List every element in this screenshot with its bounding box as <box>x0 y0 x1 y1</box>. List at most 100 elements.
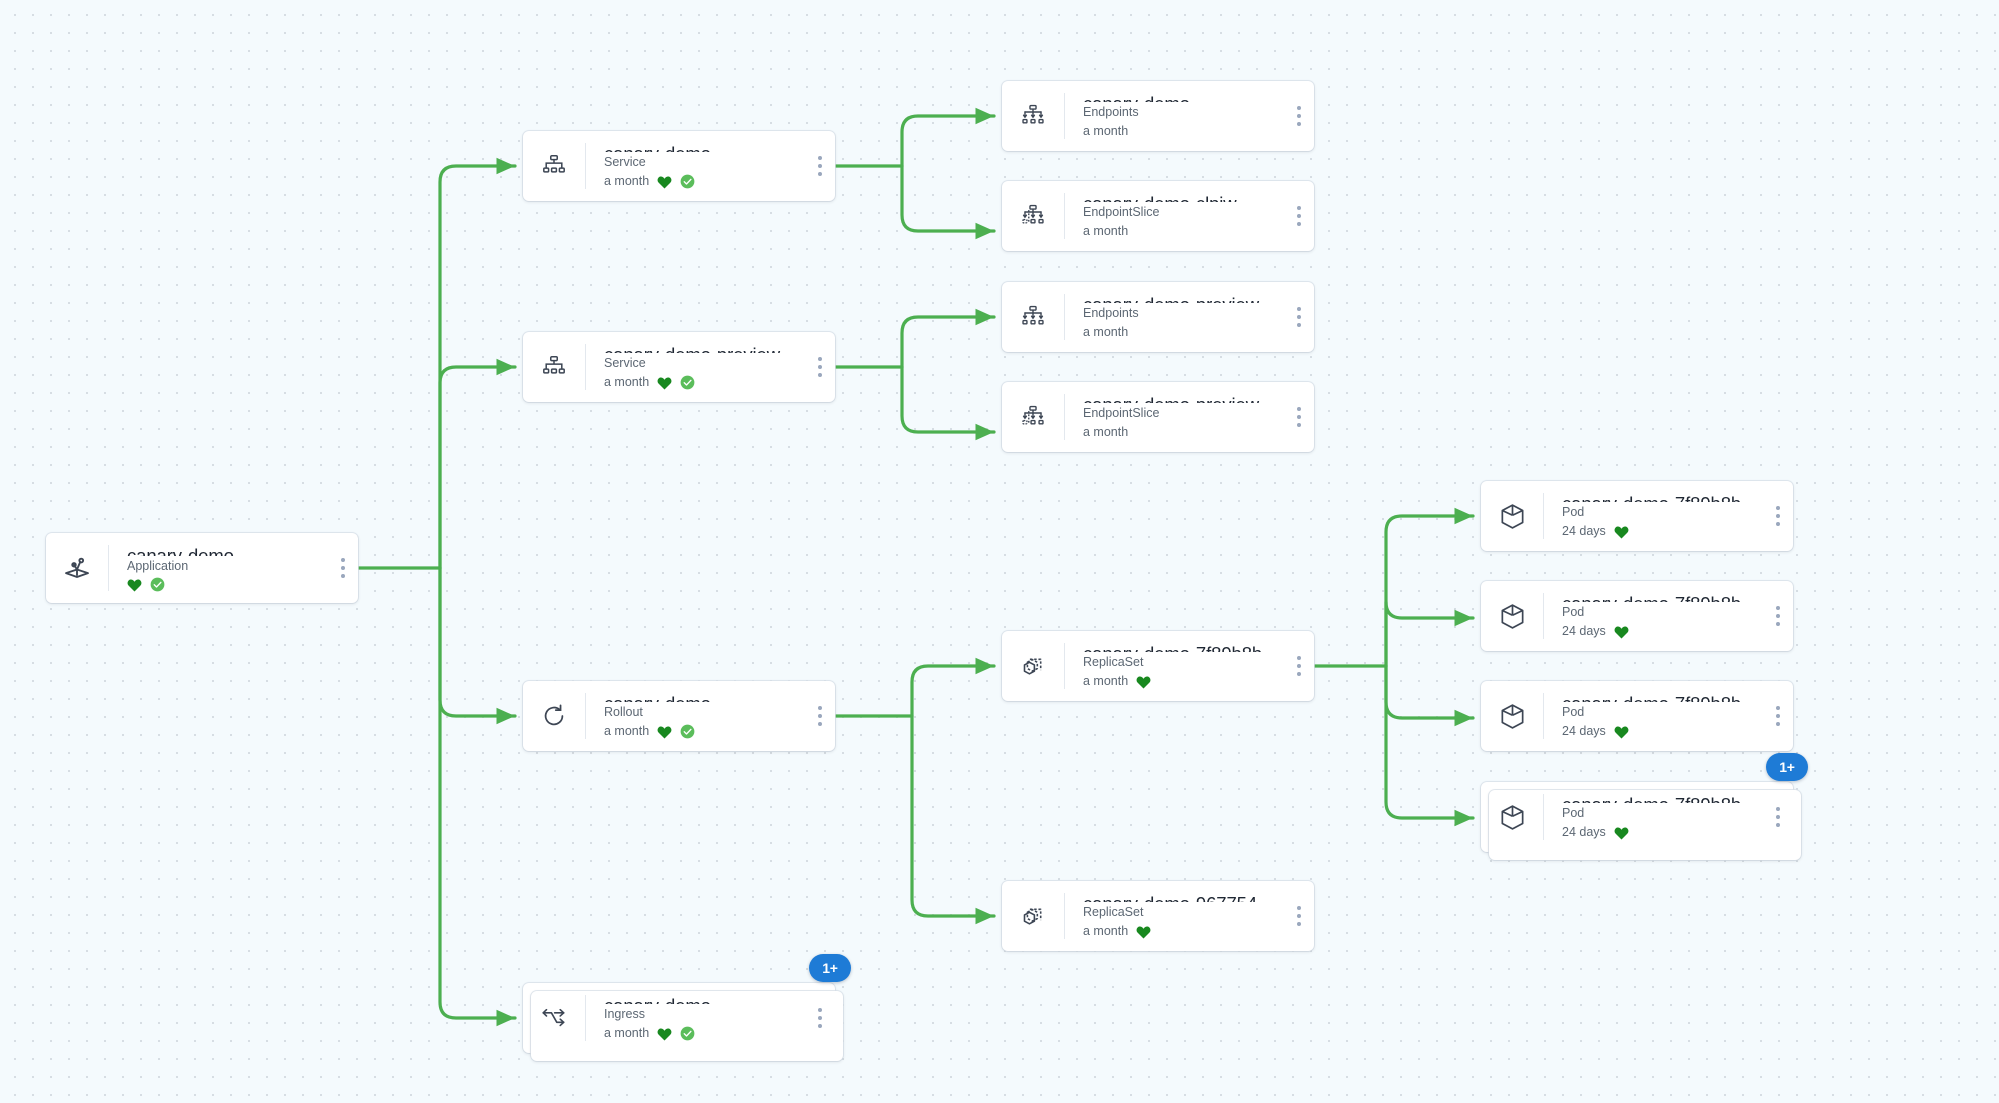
node-body: canary-demo Rollout a month <box>586 681 805 751</box>
ingress-icon <box>523 983 585 1053</box>
edge-service-to-endpoints <box>900 107 996 168</box>
node-menu-button[interactable] <box>1763 681 1793 751</box>
node-age: a month <box>1083 325 1129 340</box>
node-body: canary-demo-7f89b8b97... Pod 24 days <box>1544 782 1763 852</box>
node-age: a month <box>1083 425 1129 440</box>
kebab-menu-icon <box>1776 805 1780 829</box>
node-service-canary-demo[interactable]: canary-demo Service a month <box>523 131 835 201</box>
node-status-row: a month <box>604 173 805 190</box>
node-ingress-canary-demo[interactable]: canary-demo Ingress a month <box>523 983 843 1061</box>
endpointslice-icon <box>1002 382 1064 452</box>
node-title: canary-demo-7f89b8b97... <box>1562 692 1763 702</box>
kebab-menu-icon <box>341 556 345 580</box>
node-endpointslice-canary-demo-clpjw[interactable]: canary-demo-clpjw EndpointSlice a month <box>1002 181 1314 251</box>
node-menu-button[interactable] <box>1763 581 1793 651</box>
node-replicaset-7f89b8b978[interactable]: canary-demo-7f89b8b978 ReplicaSet a mont… <box>1002 631 1314 701</box>
node-kind: Rollout <box>604 705 643 720</box>
card-divider <box>1543 693 1544 739</box>
node-title: canary-demo <box>127 545 234 557</box>
card-divider <box>1543 593 1544 639</box>
node-title: canary-demo-preview-v... <box>1083 393 1284 403</box>
node-body: canary-demo Application <box>109 533 328 603</box>
kebab-menu-icon <box>1297 654 1301 678</box>
edge-rollout-to-rs-7f89b8b978 <box>910 657 996 718</box>
node-title: canary-demo-7f89b8b978 <box>1083 642 1284 652</box>
card-divider <box>1543 794 1544 840</box>
node-title: canary-demo-preview <box>1083 293 1284 303</box>
health-heart-icon <box>127 578 142 591</box>
card-divider <box>585 143 586 189</box>
node-menu-button[interactable] <box>805 131 835 201</box>
node-group-count-badge-ingress[interactable]: 1+ <box>809 954 851 982</box>
edge-app-to-rollout <box>438 566 517 725</box>
node-endpointslice-canary-demo-preview[interactable]: canary-demo-preview-v... EndpointSlice a… <box>1002 382 1314 452</box>
node-pod-3[interactable]: canary-demo-7f89b8b97... Pod 24 days <box>1481 681 1793 751</box>
node-menu-button[interactable] <box>1284 382 1314 452</box>
node-application-canary-demo[interactable]: canary-demo Application <box>46 533 358 603</box>
node-menu-button[interactable] <box>1284 282 1314 352</box>
node-pod-2[interactable]: canary-demo-7f89b8b97... Pod 24 days <box>1481 581 1793 651</box>
health-heart-icon <box>1136 676 1151 689</box>
node-kind: ReplicaSet <box>1083 655 1144 670</box>
node-kind: Endpoints <box>1083 306 1139 321</box>
node-status-row: a month <box>604 374 805 391</box>
kebab-menu-icon <box>818 1006 822 1030</box>
edge-rollout-to-rs-967754b4c <box>910 714 996 925</box>
node-body: canary-demo-7f89b8b978 ReplicaSet a mont… <box>1065 631 1284 701</box>
node-replicaset-967754b4c[interactable]: canary-demo-967754b4c ReplicaSet a month <box>1002 881 1314 951</box>
sync-status-icon <box>680 174 695 189</box>
node-menu-button[interactable] <box>805 983 835 1053</box>
node-age: 24 days <box>1562 624 1606 639</box>
edge-rs-to-pod-4 <box>1384 664 1475 827</box>
node-age: a month <box>1083 674 1129 689</box>
node-service-canary-demo-preview[interactable]: canary-demo-preview Service a month <box>523 332 835 402</box>
health-heart-icon <box>657 726 672 739</box>
endpointslice-icon <box>1002 181 1064 251</box>
kebab-menu-icon <box>818 154 822 178</box>
node-endpoints-canary-demo[interactable]: canary-demo Endpoints a month <box>1002 81 1314 151</box>
card-divider <box>108 545 109 591</box>
node-menu-button[interactable] <box>805 332 835 402</box>
edge-rs-to-pod-3 <box>1384 664 1475 727</box>
node-menu-button[interactable] <box>1763 782 1793 852</box>
node-kind: Endpoints <box>1083 105 1139 120</box>
sync-status-icon <box>150 577 165 592</box>
node-menu-button[interactable] <box>328 533 358 603</box>
node-body: canary-demo Service a month <box>586 131 805 201</box>
replicaset-icon <box>1002 631 1064 701</box>
endpoints-icon <box>1002 81 1064 151</box>
node-status-row: a month <box>1083 424 1284 441</box>
node-menu-button[interactable] <box>1284 881 1314 951</box>
node-rollout-canary-demo[interactable]: canary-demo Rollout a month <box>523 681 835 751</box>
edge-app-to-service <box>438 157 517 570</box>
node-age: a month <box>1083 124 1129 139</box>
node-menu-button[interactable] <box>805 681 835 751</box>
health-heart-icon <box>1136 926 1151 939</box>
kebab-menu-icon <box>1297 104 1301 128</box>
node-age: a month <box>604 1026 650 1041</box>
node-menu-button[interactable] <box>1763 481 1793 551</box>
rollout-icon <box>523 681 585 751</box>
node-pod-1[interactable]: canary-demo-7f89b8b97... Pod 24 days <box>1481 481 1793 551</box>
node-group-count-badge-pod[interactable]: 1+ <box>1766 753 1808 781</box>
node-endpoints-canary-demo-preview[interactable]: canary-demo-preview Endpoints a month <box>1002 282 1314 352</box>
node-kind: Pod <box>1562 505 1585 520</box>
kebab-menu-icon <box>1297 405 1301 429</box>
edge-app-to-service-preview <box>438 358 517 570</box>
card-divider <box>585 995 586 1041</box>
health-heart-icon <box>1614 526 1629 539</box>
node-age: a month <box>604 724 650 739</box>
node-age: a month <box>604 174 650 189</box>
pod-icon <box>1481 581 1543 651</box>
node-menu-button[interactable] <box>1284 81 1314 151</box>
node-pod-4[interactable]: canary-demo-7f89b8b97... Pod 24 days <box>1481 782 1801 860</box>
node-age: 24 days <box>1562 724 1606 739</box>
edge-rs-to-pod-2 <box>1384 600 1475 668</box>
node-menu-button[interactable] <box>1284 631 1314 701</box>
node-status-row: 24 days <box>1562 523 1763 540</box>
edge-service-preview-to-endpointslice <box>900 365 996 441</box>
node-body: canary-demo Ingress a month <box>586 983 805 1053</box>
node-menu-button[interactable] <box>1284 181 1314 251</box>
card-divider <box>1064 294 1065 340</box>
